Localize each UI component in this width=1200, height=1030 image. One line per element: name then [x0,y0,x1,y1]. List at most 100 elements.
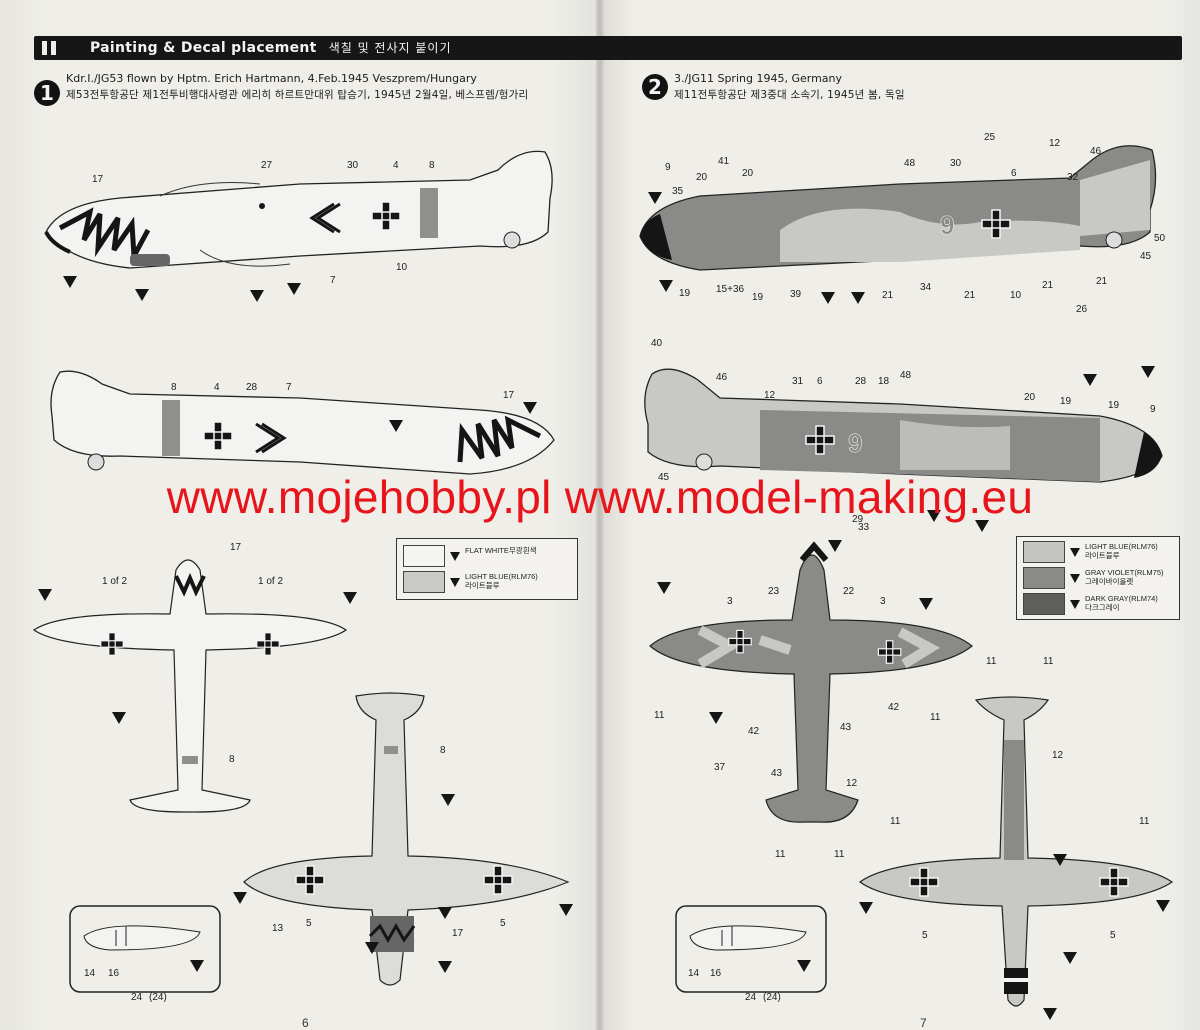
svg-text:8: 8 [229,754,235,765]
scheme-2-title-en: 3./JG11 Spring 1945, Germany [674,72,843,85]
color-swatch [403,571,445,593]
svg-text:12: 12 [846,778,858,789]
svg-text:4: 4 [214,382,220,393]
paint-code-icon [1070,600,1080,609]
p1-bottom-view [233,692,573,986]
svg-text:40: 40 [651,338,663,349]
page-number-left: 6 [302,1016,309,1030]
svg-text:1 of 2: 1 of 2 [258,576,283,587]
svg-text:17: 17 [452,928,464,939]
svg-text:28: 28 [246,382,258,393]
svg-text:37: 37 [714,762,726,773]
svg-text:11: 11 [890,816,901,827]
p1-side-view-right [50,370,555,475]
svg-text:5: 5 [1110,930,1116,941]
svg-text:25: 25 [984,132,996,143]
svg-text:11: 11 [775,849,786,860]
svg-text:30: 30 [347,160,359,171]
svg-text:21: 21 [1042,280,1054,291]
scheme-1-title-ko: 제53전투항공단 제1전투비행대사령관 에리히 하르트만대위 탑승기, 1945… [66,89,529,101]
scheme-2-title-ko: 제11전투항공단 제3중대 소속기, 1945년 봄, 독일 [674,89,905,101]
p2-side-view-bottom: 9 [644,366,1163,532]
legend-row: LIGHT BLUE(RLM76)라이트블루 [1023,541,1193,563]
scheme-number-2: 2 [642,74,668,100]
p2-side-view-top: 9 [639,145,1157,304]
watermark-text: www.mojehobby.pl www.model-making.eu [166,471,1034,523]
color-swatch [1023,541,1065,563]
svg-text:3: 3 [727,596,733,607]
scheme-number-1: 1 [34,80,60,106]
svg-text:24: 24 [131,992,143,1003]
svg-text:11: 11 [654,710,665,721]
svg-text:4: 4 [393,160,399,171]
section-title-ko: 색칠 및 전사지 붙이기 [328,41,452,55]
svg-text:1 of 2: 1 of 2 [102,576,127,587]
svg-text:9: 9 [665,162,671,173]
svg-text:28: 28 [855,376,867,387]
svg-text:14: 14 [688,968,700,979]
header-bars-icon [42,41,64,55]
legend-row: DARK GRAY(RLM74)다크그레이 [1023,593,1193,615]
svg-text:8: 8 [429,160,435,171]
svg-text:9: 9 [848,428,862,458]
color-swatch [1023,593,1065,615]
svg-text:26: 26 [1076,304,1088,315]
svg-text:11: 11 [986,656,997,667]
legend-row: GRAY VIOLET(RLM75)그레이바이올렛 [1023,567,1193,589]
svg-text:8: 8 [440,745,446,756]
svg-text:29: 29 [852,514,864,525]
svg-text:15+36: 15+36 [716,284,745,295]
svg-text:30: 30 [950,158,962,169]
scheme-2-title: 3./JG11 Spring 1945, Germany 제11전투항공단 제3… [674,70,905,104]
svg-text:9: 9 [1150,404,1156,415]
svg-text:46: 46 [1090,146,1102,157]
svg-text:43: 43 [840,722,852,733]
svg-text:48: 48 [904,158,916,169]
color-swatch [403,545,445,567]
legend-label: GRAY VIOLET(RLM75)그레이바이올렛 [1085,568,1164,586]
svg-text:11: 11 [1043,656,1054,667]
svg-text:8: 8 [171,382,177,393]
svg-text:35: 35 [672,186,684,197]
svg-text:20: 20 [696,172,708,183]
paint-code-icon [450,578,460,587]
svg-text:45: 45 [658,472,670,483]
svg-text:12: 12 [1049,138,1061,149]
svg-text:27: 27 [261,160,273,171]
svg-text:18: 18 [878,376,890,387]
svg-text:24: 24 [745,992,757,1003]
svg-text:14: 14 [84,968,96,979]
svg-text:39: 39 [790,289,802,300]
svg-text:19: 19 [1108,400,1120,411]
legend-row: LIGHT BLUE(RLM76)라이트블루 [403,571,573,593]
svg-text:7: 7 [286,382,292,393]
svg-text:42: 42 [748,726,760,737]
scheme-1-title: Kdr.I./JG53 flown by Hptm. Erich Hartman… [66,70,528,104]
svg-text:17: 17 [230,542,242,553]
svg-text:19: 19 [752,292,764,303]
svg-text:32: 32 [1067,172,1079,183]
svg-text:9: 9 [940,210,954,240]
svg-text:12: 12 [764,390,776,401]
svg-text:21: 21 [964,290,976,301]
svg-text:20: 20 [742,168,754,179]
svg-text:16: 16 [108,968,120,979]
p2-top-view [649,540,973,823]
svg-text:11: 11 [834,849,845,860]
color-legend-scheme-2: LIGHT BLUE(RLM76)라이트블루 GRAY VIOLET(RLM75… [1016,536,1180,620]
paint-code-icon [1070,574,1080,583]
color-swatch [1023,567,1065,589]
svg-text:42: 42 [888,702,900,713]
svg-text:20: 20 [1024,392,1036,403]
color-legend-scheme-1: FLAT WHITE무광흰색 LIGHT BLUE(RLM76)라이트블루 [396,538,578,600]
svg-text:5: 5 [306,918,312,929]
legend-label: FLAT WHITE무광흰색 [465,546,537,555]
paint-code-icon [450,552,460,561]
p1-canopy-detail [69,905,221,993]
svg-text:10: 10 [1010,290,1022,301]
p1-side-view-left [44,150,553,302]
